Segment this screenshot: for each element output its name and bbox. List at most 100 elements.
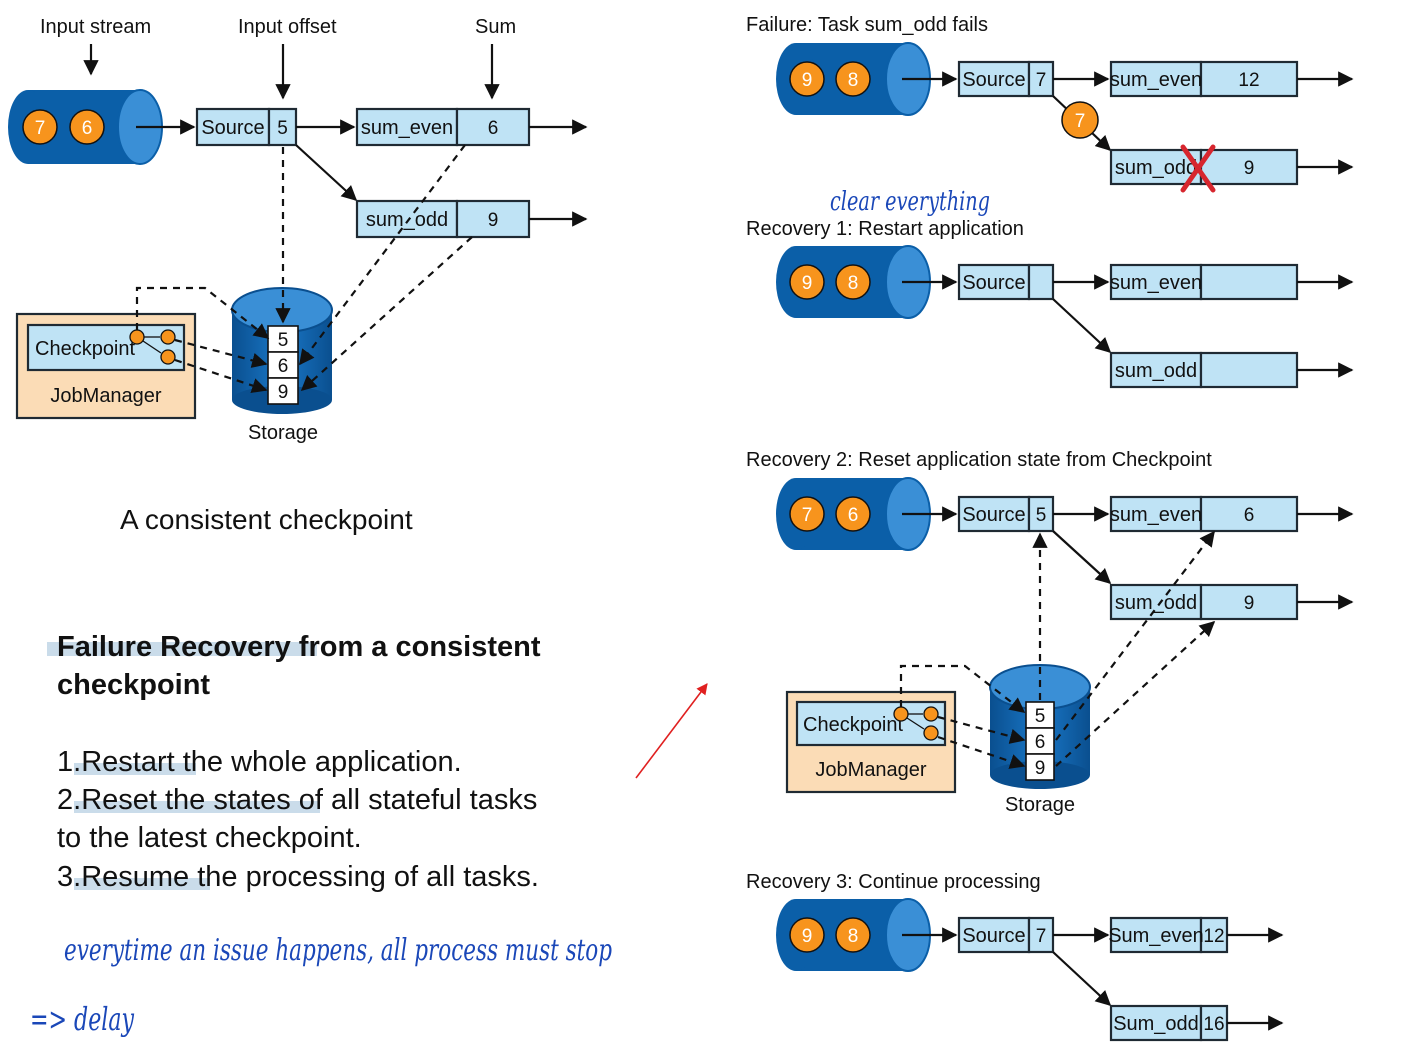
record-value: 6 bbox=[82, 118, 93, 139]
failure-title: Failure: Task sum_odd fails bbox=[746, 14, 988, 36]
source-value-cell bbox=[1027, 263, 1055, 301]
handwritten-annotation: clear everything bbox=[830, 187, 990, 217]
in-flight-record bbox=[1061, 101, 1099, 139]
sum-even-task: sum_even 6 bbox=[355, 107, 531, 147]
checkpoint-dot bbox=[129, 329, 145, 345]
job-manager-label: JobManager bbox=[815, 759, 927, 781]
sum-even-label: sum_even bbox=[1110, 69, 1202, 91]
arrow-source-to-sum-odd bbox=[1052, 530, 1112, 585]
dash-sum-even-to-storage bbox=[299, 144, 466, 366]
sum-even-value-cell bbox=[1199, 916, 1229, 954]
step-2: 2.Reset the states of all stateful tasks bbox=[57, 784, 537, 816]
failure-x-icon bbox=[1180, 144, 1216, 193]
step-2-continued: to the latest checkpoint. bbox=[57, 822, 362, 854]
notes-heading-line1: Failure Recovery from a consistent bbox=[57, 631, 541, 663]
record-circle bbox=[789, 496, 825, 532]
record-circle bbox=[789, 917, 825, 953]
storage-slot bbox=[1025, 753, 1055, 781]
sum-even-value-cell bbox=[455, 107, 531, 147]
job-manager-label: JobManager bbox=[50, 385, 162, 407]
storage-value: 6 bbox=[1035, 732, 1046, 753]
highlight bbox=[47, 642, 317, 656]
checkpoint-label: Checkpoint bbox=[35, 338, 136, 360]
sum-odd-value: 16 bbox=[1203, 1014, 1224, 1035]
source-value: 7 bbox=[1036, 70, 1047, 91]
sum-odd-label: Sum_odd bbox=[1113, 1013, 1199, 1035]
sum-even-label-cell bbox=[1109, 916, 1203, 954]
label-input-stream: Input stream bbox=[40, 16, 151, 38]
storage-label: Storage bbox=[248, 422, 318, 444]
recovery2-diagram: Recovery 2: Reset application state from… bbox=[746, 449, 1354, 816]
dash-checkpoint-to-storage bbox=[174, 358, 268, 393]
left-checkpoint-diagram: Input stream Input offset Sum 7 6 Source… bbox=[8, 16, 588, 444]
record-circle bbox=[789, 61, 825, 97]
storage-value: 9 bbox=[278, 382, 289, 403]
record-circle bbox=[835, 61, 871, 97]
checkpoint-link bbox=[906, 717, 925, 730]
checkpoint-label: Checkpoint bbox=[803, 714, 904, 736]
sum-odd-value: 9 bbox=[1244, 593, 1255, 614]
handwritten-note-line1: everytime an issue happens, all process … bbox=[64, 933, 612, 968]
source-task: Source 5 bbox=[195, 107, 298, 147]
sum-odd-value: 9 bbox=[1244, 158, 1255, 179]
sum-odd-label: sum_odd bbox=[366, 209, 448, 231]
sum-odd-label: sum_odd bbox=[1115, 592, 1197, 614]
record-value: 8 bbox=[848, 70, 859, 91]
job-manager: Checkpoint JobManager bbox=[15, 312, 197, 420]
storage-value: 6 bbox=[278, 356, 289, 377]
sum-even-label-cell bbox=[1109, 60, 1203, 98]
storage-slot bbox=[267, 325, 299, 353]
arrow-source-to-sum-odd bbox=[295, 144, 358, 202]
recovery3-title: Recovery 3: Continue processing bbox=[746, 871, 1041, 893]
storage-value: 9 bbox=[1035, 758, 1046, 779]
checkpoint-dot bbox=[160, 329, 176, 345]
sum-even-value-cell bbox=[1199, 263, 1299, 301]
red-annotation-arrow bbox=[635, 683, 708, 779]
source-label-cell bbox=[957, 263, 1031, 301]
source-value: 5 bbox=[277, 118, 288, 139]
checkpoint-box bbox=[795, 700, 947, 747]
dash-storage-to-sum-odd bbox=[1055, 620, 1216, 767]
checkpoint-box bbox=[26, 323, 186, 372]
checkpoint-link bbox=[142, 340, 162, 354]
step-1: 1.Restart the whole application. bbox=[57, 746, 462, 778]
sum-even-value: 6 bbox=[1244, 505, 1255, 526]
in-flight-record-value: 7 bbox=[1075, 111, 1086, 132]
sum-even-label: sum_even bbox=[1110, 504, 1202, 526]
storage-value: 5 bbox=[1035, 706, 1046, 727]
checkpoint-dot bbox=[160, 349, 176, 365]
record-circle bbox=[835, 496, 871, 532]
storage-cylinder: 5 6 9 Storage bbox=[231, 287, 333, 444]
dash-checkpoint-to-storage bbox=[937, 735, 1026, 769]
storage-value: 5 bbox=[278, 330, 289, 351]
sum-even-label: Sum_even bbox=[1108, 925, 1204, 947]
record-circle bbox=[22, 109, 58, 145]
sum-odd-label: sum_odd bbox=[1115, 360, 1197, 382]
input-stream-tube: 9 8 bbox=[776, 42, 931, 116]
source-value: 5 bbox=[1036, 505, 1047, 526]
sum-even-value: 6 bbox=[488, 118, 499, 139]
dash-checkpoint-to-storage bbox=[937, 715, 1026, 744]
record-value: 9 bbox=[802, 273, 813, 294]
storage-slot bbox=[267, 377, 299, 405]
record-circle bbox=[69, 109, 105, 145]
sum-odd-label: sum_odd bbox=[1115, 157, 1197, 179]
checkpoint-dot bbox=[923, 725, 939, 741]
job-manager: Checkpoint JobManager bbox=[785, 690, 957, 794]
label-sum: Sum bbox=[475, 16, 516, 38]
storage-slot bbox=[1025, 701, 1055, 729]
highlight bbox=[74, 763, 196, 775]
sum-odd-task: sum_odd 9 bbox=[355, 199, 531, 239]
caption-consistent-checkpoint: A consistent checkpoint bbox=[120, 504, 413, 535]
sum-odd-label-cell bbox=[1109, 351, 1203, 389]
storage-slot bbox=[267, 351, 299, 379]
record-value: 8 bbox=[848, 926, 859, 947]
checkpoint-dot bbox=[923, 706, 939, 722]
sum-odd-value-cell bbox=[455, 199, 531, 239]
sum-even-value: 12 bbox=[1203, 926, 1224, 947]
record-circle bbox=[835, 917, 871, 953]
record-circle bbox=[835, 264, 871, 300]
source-label: Source bbox=[201, 117, 264, 139]
handwritten-note-line2: => delay bbox=[30, 1000, 135, 1038]
recovery3-diagram: Recovery 3: Continue processing 9 8 Sour… bbox=[746, 871, 1284, 1042]
